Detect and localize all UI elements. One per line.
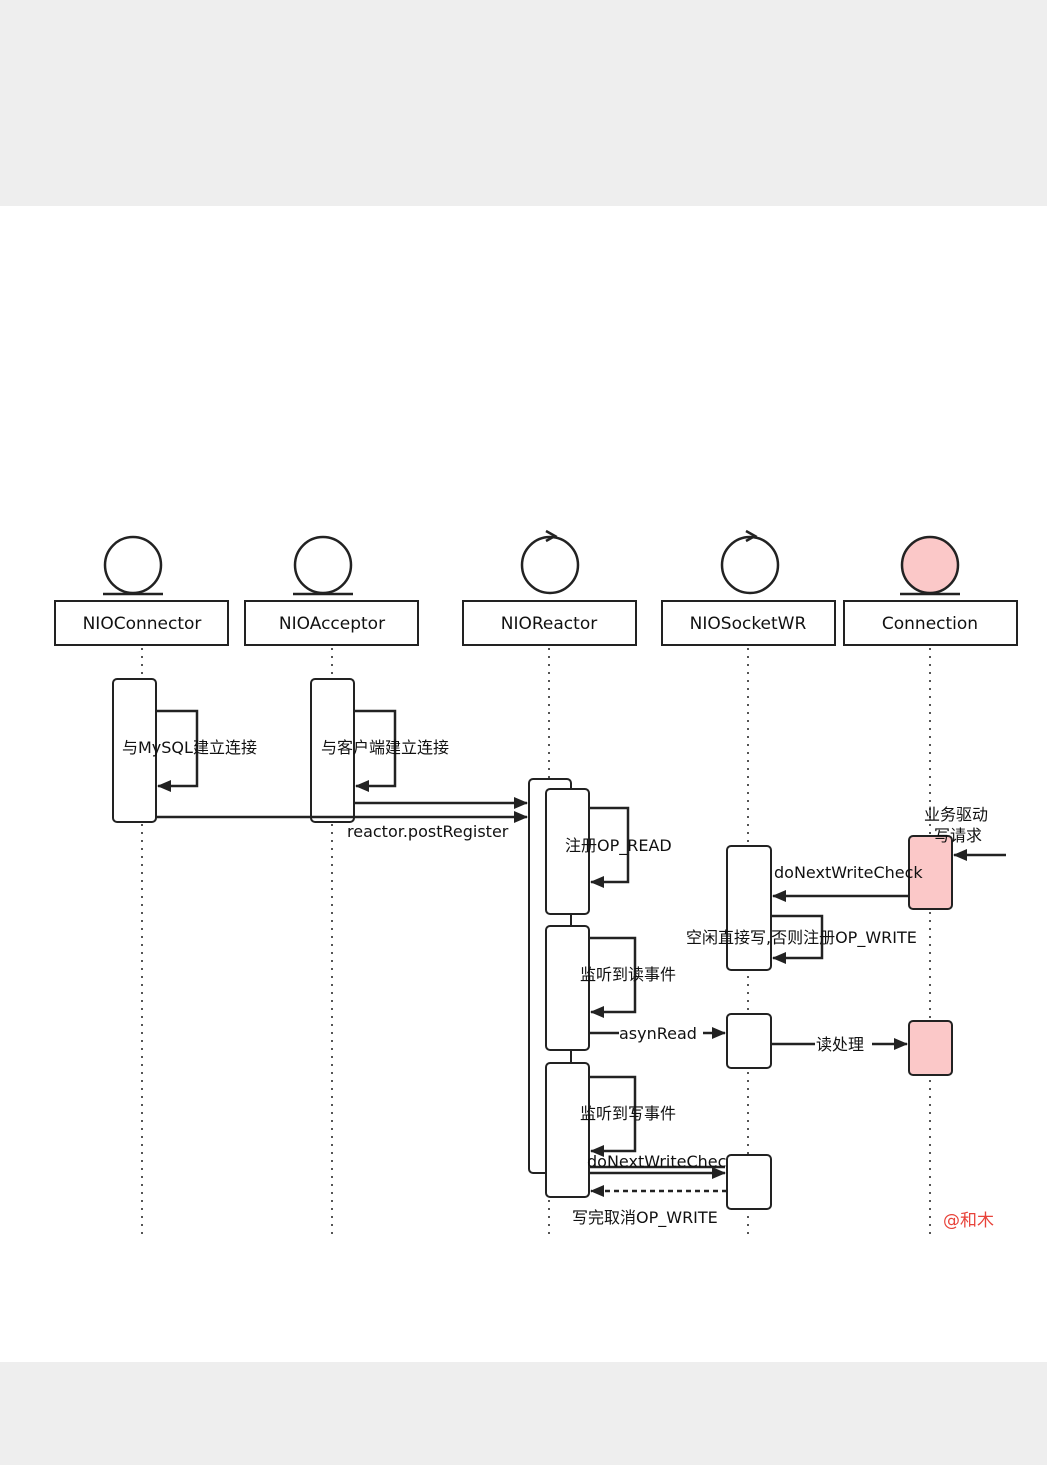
- participant-connection: Connection: [843, 600, 1018, 646]
- activation-bars: [112, 678, 953, 1210]
- top-margin-band: [0, 0, 1047, 206]
- label-do-next-write-check-1: doNextWriteCheck: [774, 863, 923, 882]
- entity-icon: [293, 535, 353, 596]
- message-arrow: [156, 709, 199, 792]
- bottom-margin-band: [0, 1362, 1047, 1465]
- participant-icons: [103, 529, 960, 596]
- participant-reactor: NIOReactor: [462, 600, 637, 646]
- label-read-event: 监听到读事件: [580, 965, 676, 984]
- control-icon: [520, 529, 580, 595]
- activation-socketwr-read: [726, 1013, 772, 1069]
- participant-label: NIOConnector: [83, 614, 202, 634]
- label-read-process: 读处理: [816, 1035, 864, 1054]
- label-business-write-line: 业务驱动: [924, 805, 988, 824]
- message-arrow: [589, 806, 630, 888]
- label-post-register: reactor.postRegister: [347, 822, 509, 841]
- label-cancel-write: 写完取消OP_WRITE: [572, 1208, 718, 1228]
- label-do-next-write-check-2: doNextWriteChec: [587, 1152, 726, 1171]
- participant-label: NIOAcceptor: [279, 614, 385, 634]
- activation-socketwr-write: [726, 1154, 772, 1210]
- participant-label: Connection: [882, 614, 978, 634]
- label-write-event: 监听到写事件: [580, 1104, 676, 1123]
- activation-reactor-register: [545, 788, 590, 915]
- label-business-write-line: 写请求: [934, 826, 982, 845]
- participant-socketwr: NIOSocketWR: [661, 600, 836, 646]
- activation-reactor-write: [545, 1062, 590, 1198]
- activation-connection-read: [908, 1020, 953, 1076]
- label-business-write: 业务驱动写请求: [924, 805, 988, 845]
- activation-connection-write: [908, 835, 953, 910]
- activation-acceptor: [310, 678, 355, 823]
- messages: [156, 709, 1006, 1197]
- participant-label: NIOSocketWR: [690, 614, 807, 634]
- message-arrow: [354, 709, 397, 792]
- watermark: @和木: [943, 1211, 994, 1231]
- label-acceptor-self: 与客户端建立连接: [321, 738, 449, 757]
- activation-socketwr-check: [726, 845, 772, 971]
- control-icon: [720, 529, 780, 595]
- label-connector-self: 与MySQL建立连接: [122, 738, 257, 757]
- participant-connector: NIOConnector: [54, 600, 229, 646]
- activation-reactor-read: [545, 925, 590, 1051]
- message-arrow: [589, 936, 637, 1018]
- message-labels: 与MySQL建立连接 与客户端建立连接 reactor.postRegister…: [122, 738, 988, 1228]
- message-arrow: [771, 914, 824, 964]
- label-asyn-read: asynRead: [619, 1024, 697, 1043]
- message-arrow: [589, 1075, 637, 1157]
- participant-acceptor: NIOAcceptor: [244, 600, 419, 646]
- label-register-read: 注册OP_READ: [565, 836, 672, 856]
- label-idle-write: 空闲直接写,否则注册OP_WRITE: [686, 928, 917, 948]
- entity-icon: [900, 535, 960, 596]
- participant-label: NIOReactor: [501, 614, 597, 634]
- participant-headers: NIOConnector NIOAcceptor NIOReactor NIOS…: [54, 600, 1018, 646]
- entity-icon: [103, 535, 163, 596]
- activation-connector: [112, 678, 157, 823]
